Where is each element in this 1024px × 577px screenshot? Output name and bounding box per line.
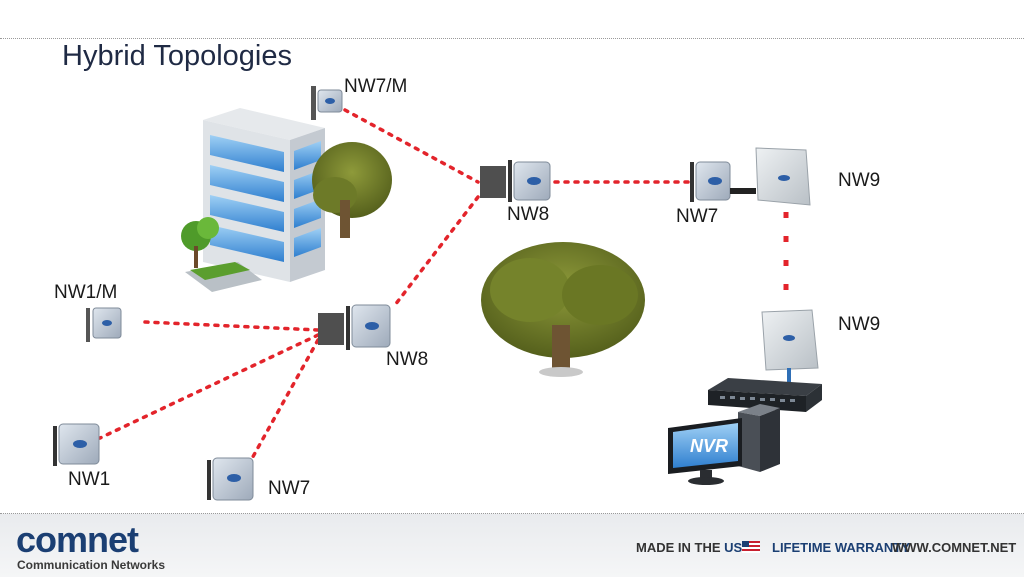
nvr-monitor: NVR: [668, 418, 742, 485]
radio-nw1m: [86, 307, 122, 342]
made-in-text: MADE IN THE: [636, 540, 721, 555]
topology-diagram: NVR: [53, 86, 822, 501]
link-nw8-mid-nw1: [98, 333, 320, 440]
link-nw8-top-nw8-mid: [393, 195, 480, 307]
website-link[interactable]: WWW.COMNET.NET: [892, 540, 1017, 555]
label-nw7m: NW7/M: [344, 76, 408, 97]
top-divider: [0, 38, 1024, 39]
comnet-logo: comnet: [16, 519, 139, 560]
label-nw1: NW1: [68, 469, 111, 490]
lifetime-warranty: LIFETIME WARRANTY: [772, 540, 910, 555]
label-nw9-mid: NW9: [838, 314, 881, 335]
label-nw9-top: NW9: [838, 170, 881, 191]
us-flag-icon: [742, 541, 760, 553]
nvr-label: NVR: [690, 436, 728, 456]
radio-nw1: [53, 423, 100, 466]
page-title: Hybrid Topologies: [62, 40, 292, 72]
server-tower: [738, 404, 780, 472]
tree-large: [481, 242, 645, 377]
radio-nw8-mid: [318, 304, 391, 350]
radio-nw7m: [311, 86, 343, 120]
label-nw7-top: NW7: [676, 206, 719, 227]
panel-antenna-nw9-mid: [761, 309, 819, 386]
label-nw8-top: NW8: [507, 204, 550, 225]
link-nw1m-nw8-mid: [143, 320, 320, 332]
office-building: [181, 108, 325, 292]
footer-bar: comnet Communication Networks MADE IN TH…: [0, 513, 1024, 577]
wireless-links: [98, 108, 692, 464]
made-in-usa: MADE IN THE USA: [636, 540, 752, 555]
label-nw8-mid: NW8: [386, 349, 429, 370]
radio-nw8-top: [480, 160, 551, 202]
label-nw7-bottom: NW7: [268, 478, 311, 499]
panel-antenna-nw9-top: [755, 147, 811, 206]
label-nw1m: NW1/M: [54, 282, 118, 303]
network-switch: [708, 378, 822, 412]
tree-small: [312, 142, 392, 238]
radio-nw7-top: [690, 161, 756, 202]
radio-nw7-bottom: [207, 457, 254, 501]
link-nw8-mid-nw7-bottom: [248, 338, 320, 464]
brand-subtitle: Communication Networks: [17, 558, 166, 572]
